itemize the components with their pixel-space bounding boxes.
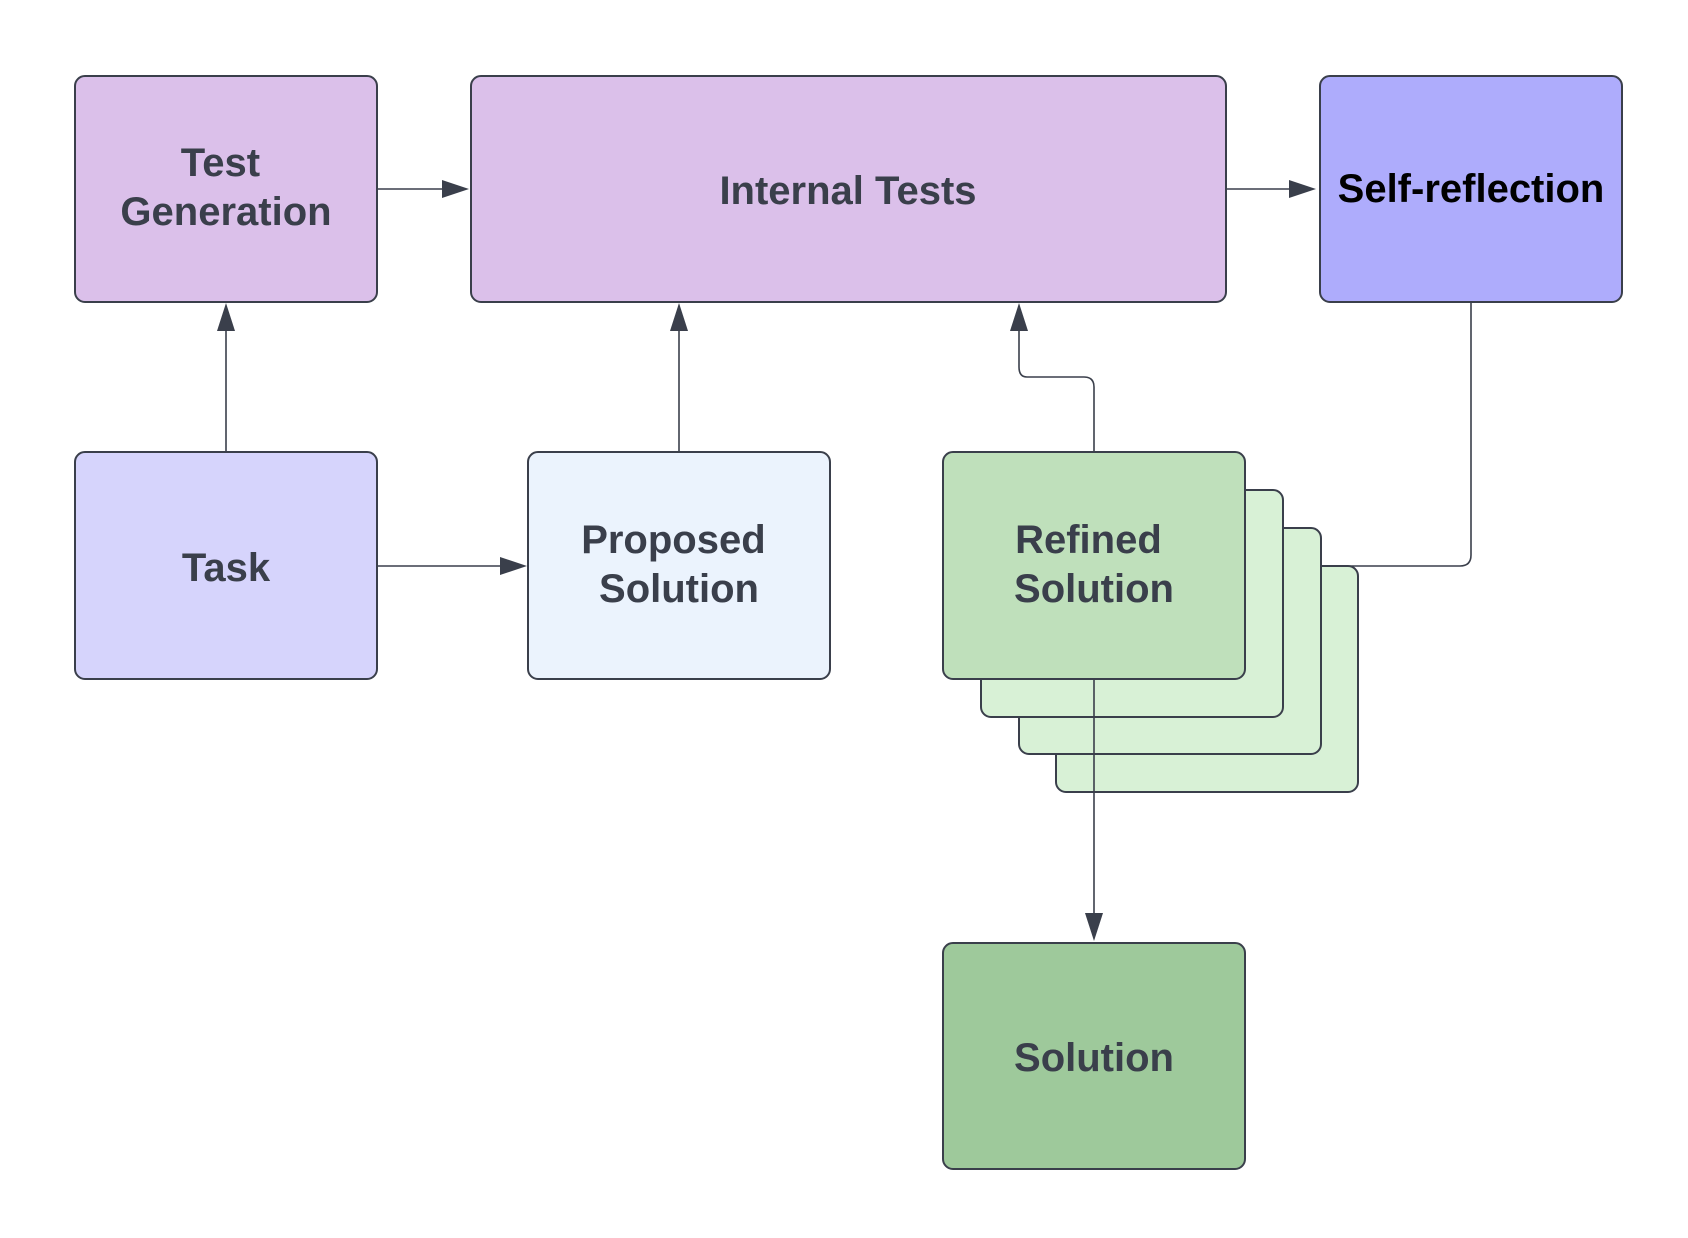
task-label: Task [182, 546, 271, 590]
edge-refined-to-internal-tests [1018, 324, 1095, 452]
arrowhead-solution [1085, 913, 1103, 941]
arrowhead-self-reflection [1289, 180, 1316, 198]
arrowhead-internal-tests-left [442, 180, 469, 198]
refined-solution-label-line-2: Solution [1014, 567, 1174, 611]
test-generation-label-line-1: Test [181, 141, 260, 185]
arrowhead-internal-tests-mid [670, 303, 688, 331]
proposed-solution-box [527, 451, 831, 680]
internal-tests-box [470, 75, 1227, 303]
edge-self-reflection-to-refined [1270, 302, 1472, 567]
refined-solution-label-line-1: Refined [1015, 518, 1162, 562]
arrowhead-testgen [217, 303, 235, 331]
solution-box [942, 942, 1246, 1170]
proposed-solution-label: Proposed Solution [581, 518, 777, 611]
arrowhead-internal-tests-right [1010, 303, 1028, 331]
test-generation-label-line-2: Generation [120, 190, 331, 234]
self-reflection-label: Self-reflection [1338, 167, 1605, 211]
internal-tests-label: Internal Tests [719, 169, 976, 213]
proposed-solution-label-line-2: Solution [599, 567, 759, 611]
arrowhead-proposed [500, 557, 527, 575]
test-generation-box [74, 75, 378, 303]
test-generation-label: Test Generation [120, 141, 331, 234]
proposed-solution-label-line-1: Proposed [581, 518, 765, 562]
solution-label: Solution [1014, 1036, 1174, 1080]
refined-solution-label: Refined Solution [1014, 518, 1174, 611]
self-reflection-box [1319, 75, 1623, 303]
refined-solution-box [942, 451, 1246, 680]
task-box [74, 451, 378, 680]
